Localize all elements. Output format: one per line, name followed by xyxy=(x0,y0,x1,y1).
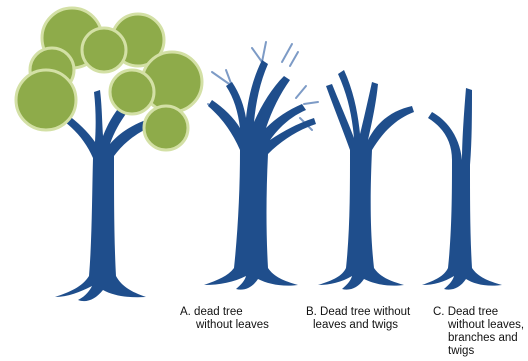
dead-tree-without-leaves-and-twigs xyxy=(318,70,414,290)
caption-a-line-1: A. dead tree xyxy=(180,306,269,319)
caption-b: B. Dead tree without leaves and twigs xyxy=(306,306,410,332)
caption-c-line-4: twigs xyxy=(433,345,524,358)
caption-b-line-1: B. Dead tree without xyxy=(306,306,410,319)
caption-a: A. dead tree without leaves xyxy=(180,306,269,332)
caption-a-line-2: without leaves xyxy=(180,319,269,332)
foliage-clump xyxy=(16,70,76,130)
foliage-clump xyxy=(110,70,154,114)
foliage-clump xyxy=(144,106,188,150)
foliage-clump xyxy=(82,28,126,72)
tree-b-trunk xyxy=(318,70,414,290)
caption-c-line-3: branches and xyxy=(433,332,524,345)
tree-c-trunk xyxy=(422,88,502,290)
caption-c-line-1: C. Dead tree xyxy=(433,306,524,319)
dead-tree-without-leaves xyxy=(204,42,318,290)
dead-tree-without-leaves-branches-and-twigs xyxy=(422,88,502,290)
caption-b-line-2: leaves and twigs xyxy=(306,319,410,332)
caption-c: C. Dead tree without leaves, branches an… xyxy=(433,306,524,358)
live-tree xyxy=(16,8,202,301)
caption-c-line-2: without leaves, xyxy=(433,319,524,332)
